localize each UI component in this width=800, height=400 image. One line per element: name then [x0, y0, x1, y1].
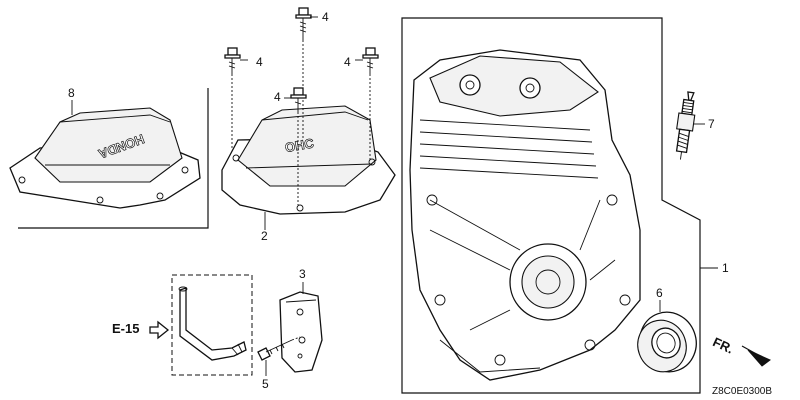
- bolt-part-4a: [295, 7, 318, 140]
- bolt-part-4c: [284, 87, 307, 205]
- cylinder-block-part-1: [409, 49, 641, 381]
- frame-block-bracket: [401, 17, 701, 394]
- head-cover-part-2: OHC: [221, 105, 396, 215]
- head-cover-part-8: HONDA: [9, 107, 201, 209]
- reference-arrow-e15: [149, 320, 170, 340]
- callout-4-a: 4: [322, 10, 329, 24]
- callout-4-b: 4: [256, 55, 263, 69]
- callout-5: 5: [262, 377, 269, 391]
- callout-6: 6: [656, 286, 663, 300]
- bolt-part-4d: [355, 47, 379, 160]
- oil-seal-part-6: [637, 311, 697, 373]
- callout-4-d: 4: [344, 55, 351, 69]
- reference-box-e15: [171, 274, 253, 376]
- callout-8: 8: [68, 86, 75, 100]
- callout-1: 1: [722, 261, 729, 275]
- diagram-code: Z8C0E0300B: [712, 386, 773, 397]
- bolt-part-4b: [224, 47, 248, 150]
- front-direction-arrow: [741, 345, 771, 367]
- plate-part-3: [279, 291, 323, 373]
- callout-4-c: 4: [274, 90, 281, 104]
- bolt-part-5: [257, 336, 301, 361]
- cover-logo-text-right: OHC: [284, 135, 316, 155]
- breather-tube: [178, 286, 247, 361]
- spark-plug-part-7: [675, 91, 696, 160]
- callout-7: 7: [708, 117, 715, 131]
- callout-2: 2: [261, 229, 268, 243]
- frame-left: [18, 88, 209, 229]
- callout-3: 3: [299, 267, 306, 281]
- reference-label-e15: E-15: [112, 321, 140, 336]
